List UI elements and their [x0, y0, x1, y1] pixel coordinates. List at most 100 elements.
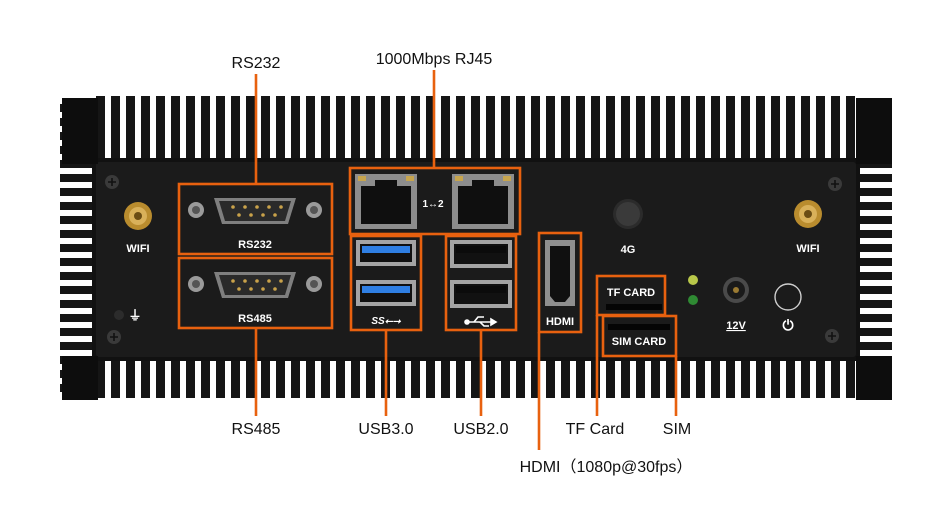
- heatsink-fin: [366, 96, 375, 162]
- heatsink-fin: [96, 96, 105, 162]
- ground-icon: ⏚: [128, 308, 141, 323]
- heatsink-fin: [276, 356, 285, 398]
- heatsink-fin: [201, 96, 210, 162]
- heatsink-fin: [546, 96, 555, 162]
- heatsink-side-fin: [60, 258, 96, 266]
- heatsink-side-fin: [856, 230, 892, 238]
- heatsink-fin: [711, 356, 720, 398]
- heatsink-fin: [231, 356, 240, 398]
- sim-card-label: SIM CARD: [612, 336, 666, 348]
- heatsink-side-fin: [856, 342, 892, 350]
- chassis-left-top: [62, 98, 98, 164]
- heatsink-fin: [141, 356, 150, 398]
- sim-callout-label: SIM: [663, 421, 691, 438]
- heatsink-fin: [246, 96, 255, 162]
- screw-bottom-left: [107, 330, 121, 344]
- heatsink-side-fin: [60, 300, 96, 308]
- heatsink-fin: [276, 96, 285, 162]
- heatsink-side-fin: [856, 244, 892, 252]
- usb3-port-top: [356, 240, 416, 266]
- heatsink-fin: [576, 356, 585, 398]
- ethernet-port-icon: [355, 174, 417, 229]
- power-button: [774, 283, 802, 311]
- usb-icon: [464, 316, 498, 327]
- heatsink-fin: [726, 96, 735, 162]
- rs485-callout-label: RS485: [232, 421, 281, 438]
- heatsink-side-fin: [60, 244, 96, 252]
- heatsink-fin: [741, 96, 750, 162]
- callout-boxes: [177, 166, 678, 358]
- wifi-left-label: WIFI: [126, 243, 149, 255]
- heatsink-fin: [561, 356, 570, 398]
- power-icon: ⏻: [782, 317, 793, 333]
- heatsink-fin: [636, 356, 645, 398]
- heatsink-fin: [591, 356, 600, 398]
- heatsink-fin: [696, 356, 705, 398]
- heatsink-fin: [591, 96, 600, 162]
- heatsink-side-fin: [856, 328, 892, 336]
- heatsink-fin: [111, 356, 120, 398]
- heatsink-fin: [96, 356, 105, 398]
- heatsink-side-fin: [60, 342, 96, 350]
- heatsink-fin: [336, 356, 345, 398]
- heatsink-fin: [126, 356, 135, 398]
- wifi-right-label: WIFI: [796, 243, 819, 255]
- hdmi-highlight-box: [537, 231, 583, 334]
- heatsink-fin: [606, 96, 615, 162]
- heatsink-fin: [696, 96, 705, 162]
- heatsink-fin: [771, 356, 780, 398]
- heatsink-side-fin: [856, 314, 892, 322]
- heatsink-fin: [171, 96, 180, 162]
- heatsink-fin: [351, 96, 360, 162]
- usb2-port-top: [450, 240, 512, 268]
- usb20-callout-label: USB2.0: [453, 421, 508, 438]
- screw-top-right: [828, 177, 842, 191]
- heatsink-side-fin: [60, 202, 96, 210]
- heatsink-fin: [801, 356, 810, 398]
- heatsink-fin: [486, 356, 495, 398]
- heatsink-fin: [396, 356, 405, 398]
- 4g-antenna-connector-icon: [613, 199, 643, 229]
- heatsink-fin: [756, 356, 765, 398]
- heatsink-fin: [816, 96, 825, 162]
- heatsink-fin: [291, 96, 300, 162]
- ethernet-port-icon: [452, 174, 514, 229]
- heatsink-side-fin: [856, 272, 892, 280]
- status-led-yellow: [688, 275, 698, 285]
- heatsink-fin: [576, 96, 585, 162]
- heatsink-side-fin: [60, 188, 96, 196]
- heatsink-fin: [846, 356, 855, 398]
- wifi-right-antenna-connector-icon: [794, 200, 822, 228]
- sim-card-slot: [608, 324, 670, 330]
- heatsink-fin: [786, 356, 795, 398]
- heatsink-fin: [531, 96, 540, 162]
- heatsink-fin: [831, 356, 840, 398]
- rs485-port: [188, 272, 322, 298]
- heatsink-fin: [396, 96, 405, 162]
- heatsink-fin: [756, 96, 765, 162]
- heatsink-fin: [441, 96, 450, 162]
- heatsink-fin: [336, 96, 345, 162]
- heatsink-fin: [681, 96, 690, 162]
- heatsink-fin: [666, 356, 675, 398]
- heatsink-fin: [501, 356, 510, 398]
- heatsink-side-fin: [856, 188, 892, 196]
- rj45-callout-label: 1000Mbps RJ45: [376, 51, 493, 68]
- heatsink-fin: [441, 356, 450, 398]
- sim-highlight-box: [601, 314, 678, 358]
- heatsink-side-fin: [856, 258, 892, 266]
- heatsink-fin: [471, 356, 480, 398]
- heatsink-fin: [711, 96, 720, 162]
- heatsink-fin: [171, 356, 180, 398]
- heatsink-fin: [216, 356, 225, 398]
- heatsink-fin: [456, 356, 465, 398]
- heatsink-fin: [156, 356, 165, 398]
- heatsink-fin: [816, 356, 825, 398]
- heatsink-fin: [606, 356, 615, 398]
- heatsink-fin: [621, 356, 630, 398]
- heatsink-fin: [291, 356, 300, 398]
- heatsink-fin: [111, 96, 120, 162]
- heatsink-fin: [426, 96, 435, 162]
- heatsink-side-fin: [60, 230, 96, 238]
